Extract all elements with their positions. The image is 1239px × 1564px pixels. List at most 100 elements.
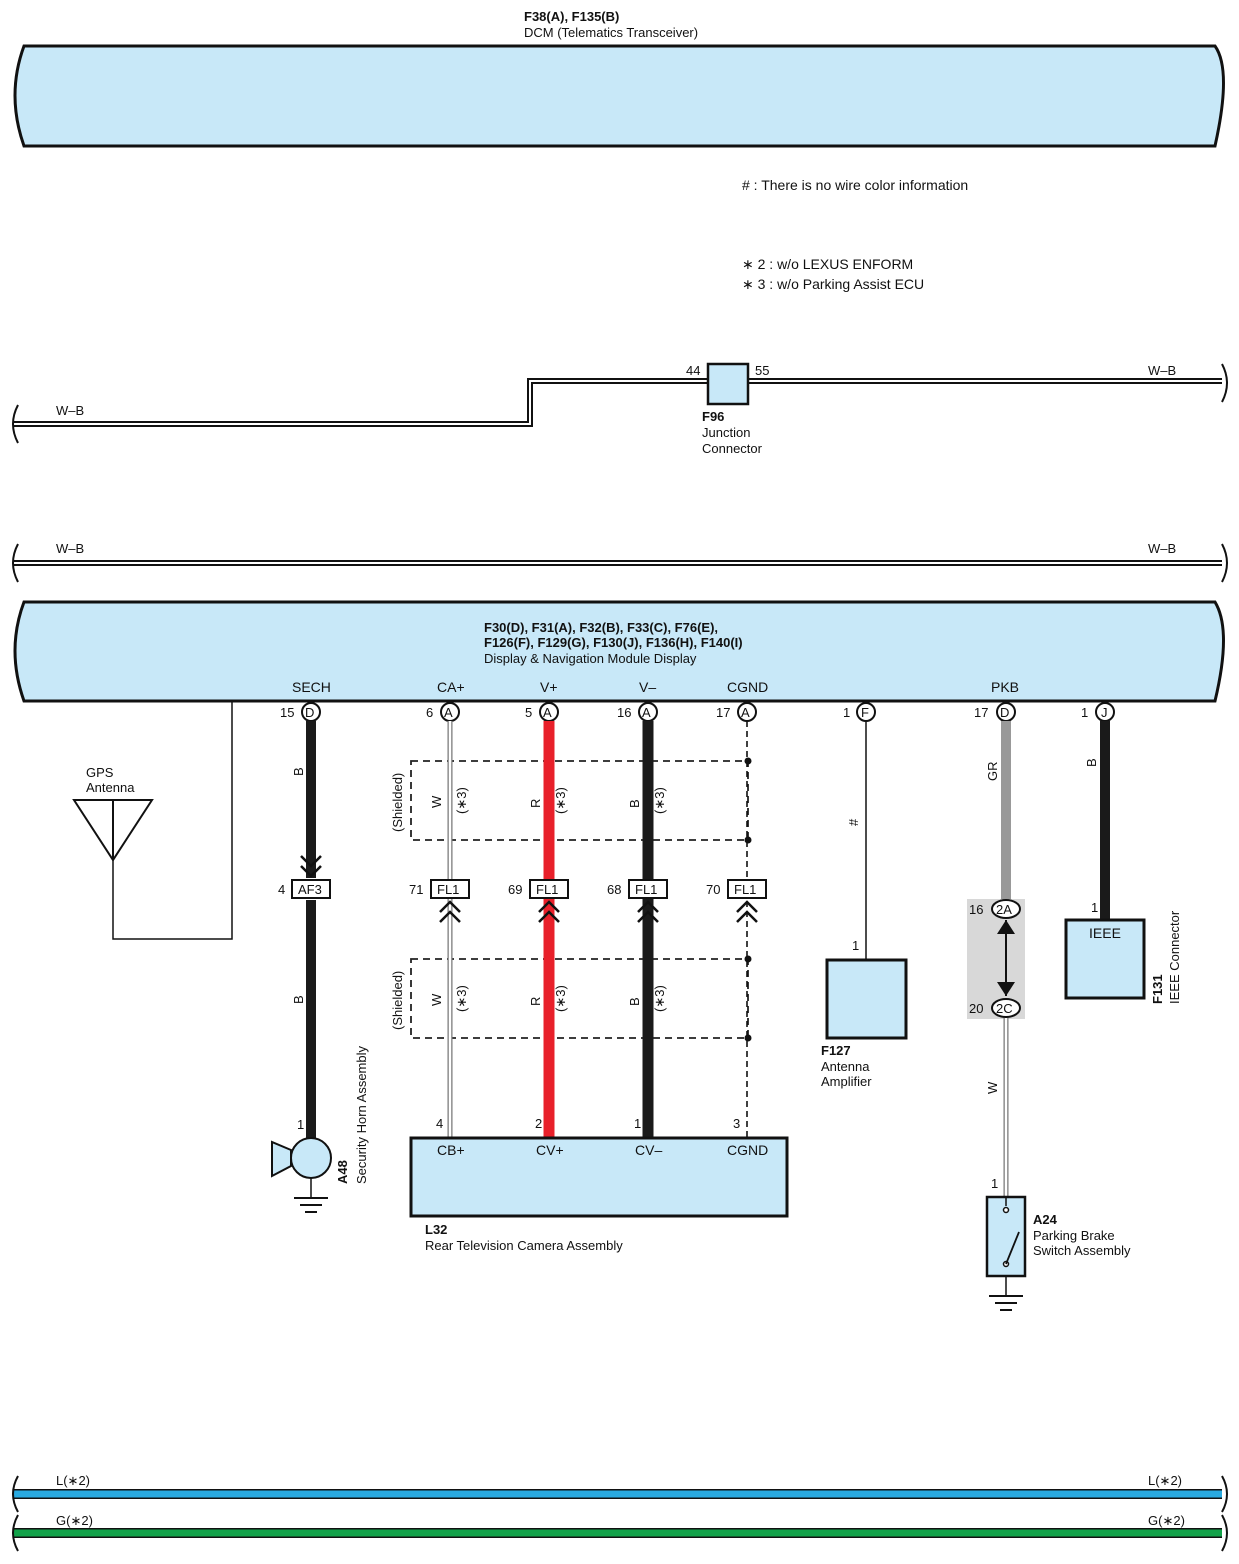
- svg-text:W: W: [985, 1081, 1000, 1094]
- fl1-connector: FL1 69: [508, 879, 569, 923]
- svg-text:CGND: CGND: [727, 1142, 768, 1158]
- svg-text:FL1: FL1: [635, 882, 657, 897]
- horn-icon: [271, 1137, 332, 1213]
- svg-text:CV–: CV–: [635, 1142, 662, 1158]
- svg-text:(∗3): (∗3): [553, 985, 568, 1012]
- wb2-right-label: W–B: [1148, 541, 1176, 556]
- af3-connector: [291, 879, 331, 899]
- shield-lower: (Shielded): [390, 958, 749, 1039]
- connector-shade: [967, 899, 1025, 1019]
- term-v-plus: V+: [540, 679, 558, 695]
- svg-text:A: A: [543, 705, 552, 720]
- term-sech: SECH: [292, 679, 331, 695]
- wb-bus-upper: W–B W–B 44 55 F96 Junction Connector: [12, 362, 1228, 456]
- svg-text:15: 15: [280, 705, 294, 720]
- af3-label: AF3: [298, 882, 322, 897]
- svg-text:(∗3): (∗3): [652, 985, 667, 1012]
- term-v-minus: V–: [639, 679, 656, 695]
- svg-text:J: J: [1101, 705, 1108, 720]
- l-right-label: L(∗2): [1148, 1473, 1182, 1488]
- shielded-label-upper: (Shielded): [390, 773, 405, 832]
- wb-right-label: W–B: [1148, 363, 1176, 378]
- ieee-connector: B 1 IEEE F131 IEEE Connector: [1064, 721, 1182, 1004]
- svg-text:1: 1: [991, 1176, 998, 1191]
- af3-pin: 4: [278, 882, 285, 897]
- svg-text:1: 1: [852, 938, 859, 953]
- svg-text:17: 17: [716, 705, 730, 720]
- svg-text:B: B: [627, 997, 642, 1006]
- shield-upper: (Shielded): [390, 760, 749, 841]
- svg-text:(∗3): (∗3): [553, 787, 568, 814]
- svg-text:16: 16: [969, 902, 983, 917]
- amp-code: F127: [821, 1043, 851, 1058]
- sech-wire-b-upper: B: [291, 767, 306, 776]
- svg-text:CB+: CB+: [437, 1142, 465, 1158]
- svg-text:2C: 2C: [996, 1001, 1013, 1016]
- svg-text:(∗3): (∗3): [454, 985, 469, 1012]
- svg-text:A: A: [642, 705, 651, 720]
- wb-bus-lower: W–B W–B: [12, 541, 1228, 583]
- pin-17-d: D 17: [974, 702, 1016, 722]
- svg-text:Switch Assembly: Switch Assembly: [1033, 1243, 1131, 1258]
- wb2-left-label: W–B: [56, 541, 84, 556]
- svg-text:4: 4: [436, 1116, 443, 1131]
- g-left-label: G(∗2): [56, 1513, 93, 1528]
- antenna-amplifier: # 1 F127 Antenna Amplifier: [821, 721, 908, 1089]
- svg-text:70: 70: [706, 882, 720, 897]
- dcm-name: DCM (Telematics Transceiver): [524, 25, 698, 40]
- f96-code: F96: [702, 409, 724, 424]
- l-left-label: L(∗2): [56, 1473, 90, 1488]
- f96-name-2: Connector: [702, 441, 763, 456]
- svg-text:FL1: FL1: [536, 882, 558, 897]
- horn-pin: 1: [297, 1117, 304, 1132]
- svg-text:1: 1: [1091, 900, 1098, 915]
- svg-text:Amplifier: Amplifier: [821, 1074, 872, 1089]
- note-star2: ∗ 2 : w/o LEXUS ENFORM: [742, 256, 913, 272]
- svg-text:20: 20: [969, 1001, 983, 1016]
- f96-junction-box: [706, 362, 750, 406]
- svg-text:FL1: FL1: [734, 882, 756, 897]
- ieee-name: IEEE Connector: [1167, 910, 1182, 1004]
- svg-text:1: 1: [634, 1116, 641, 1131]
- wire-break-right: [1221, 363, 1228, 403]
- parking-brake-switch-icon: [985, 1195, 1027, 1311]
- camera-name: Rear Television Camera Assembly: [425, 1238, 623, 1253]
- svg-text:Antenna: Antenna: [821, 1059, 870, 1074]
- camera-code: L32: [425, 1222, 447, 1237]
- svg-text:B: B: [627, 799, 642, 808]
- svg-text:A: A: [444, 705, 453, 720]
- bottom-buses: L(∗2) L(∗2) G(∗2) G(∗2): [12, 1473, 1228, 1552]
- notes: # : There is no wire color information ∗…: [742, 177, 968, 292]
- pin-17-a: A 17: [716, 702, 757, 722]
- fl1-connector: FL1 70: [706, 879, 767, 923]
- note-hash: # : There is no wire color information: [742, 177, 968, 193]
- fl1-connectors: FL1 71 FL1 69 FL1 68 FL1 70: [409, 879, 767, 923]
- svg-text:IEEE: IEEE: [1089, 925, 1121, 941]
- wire-ca: W (∗3) W (∗3): [429, 721, 469, 1140]
- pin-6-a: A 6: [426, 702, 460, 722]
- pin-15-d: D 15: [280, 702, 321, 722]
- svg-text:D: D: [1000, 705, 1009, 720]
- dcm-codes: F38(A), F135(B): [524, 9, 619, 24]
- wire-hash: #: [846, 818, 861, 826]
- dcm-module: F38(A), F135(B) DCM (Telematics Transcei…: [13, 9, 1225, 148]
- fl1-connector: FL1 68: [607, 879, 668, 923]
- display-pins: D 15 A 6 A 5 A 16 A 17 F 1: [280, 702, 1115, 722]
- pin-1-j: J 1: [1081, 702, 1115, 722]
- f96-pin-right: 55: [755, 363, 769, 378]
- pin-16-a: A 16: [617, 702, 658, 722]
- term-pkb: PKB: [991, 679, 1019, 695]
- pin-5-a: A 5: [525, 702, 559, 722]
- f96-name-1: Junction: [702, 425, 750, 440]
- display-codes-2: F126(F), F129(G), F130(J), F136(H), F140…: [484, 635, 743, 650]
- wb-left-label: W–B: [56, 403, 84, 418]
- svg-text:D: D: [305, 705, 314, 720]
- svg-text:1: 1: [843, 705, 850, 720]
- svg-text:68: 68: [607, 882, 621, 897]
- wire-v-plus: R (∗3) R (∗3): [528, 721, 568, 1140]
- svg-text:1: 1: [1081, 705, 1088, 720]
- svg-text:CV+: CV+: [536, 1142, 564, 1158]
- gps-label-1: GPS: [86, 765, 114, 780]
- gps-antenna: GPS Antenna: [72, 701, 233, 940]
